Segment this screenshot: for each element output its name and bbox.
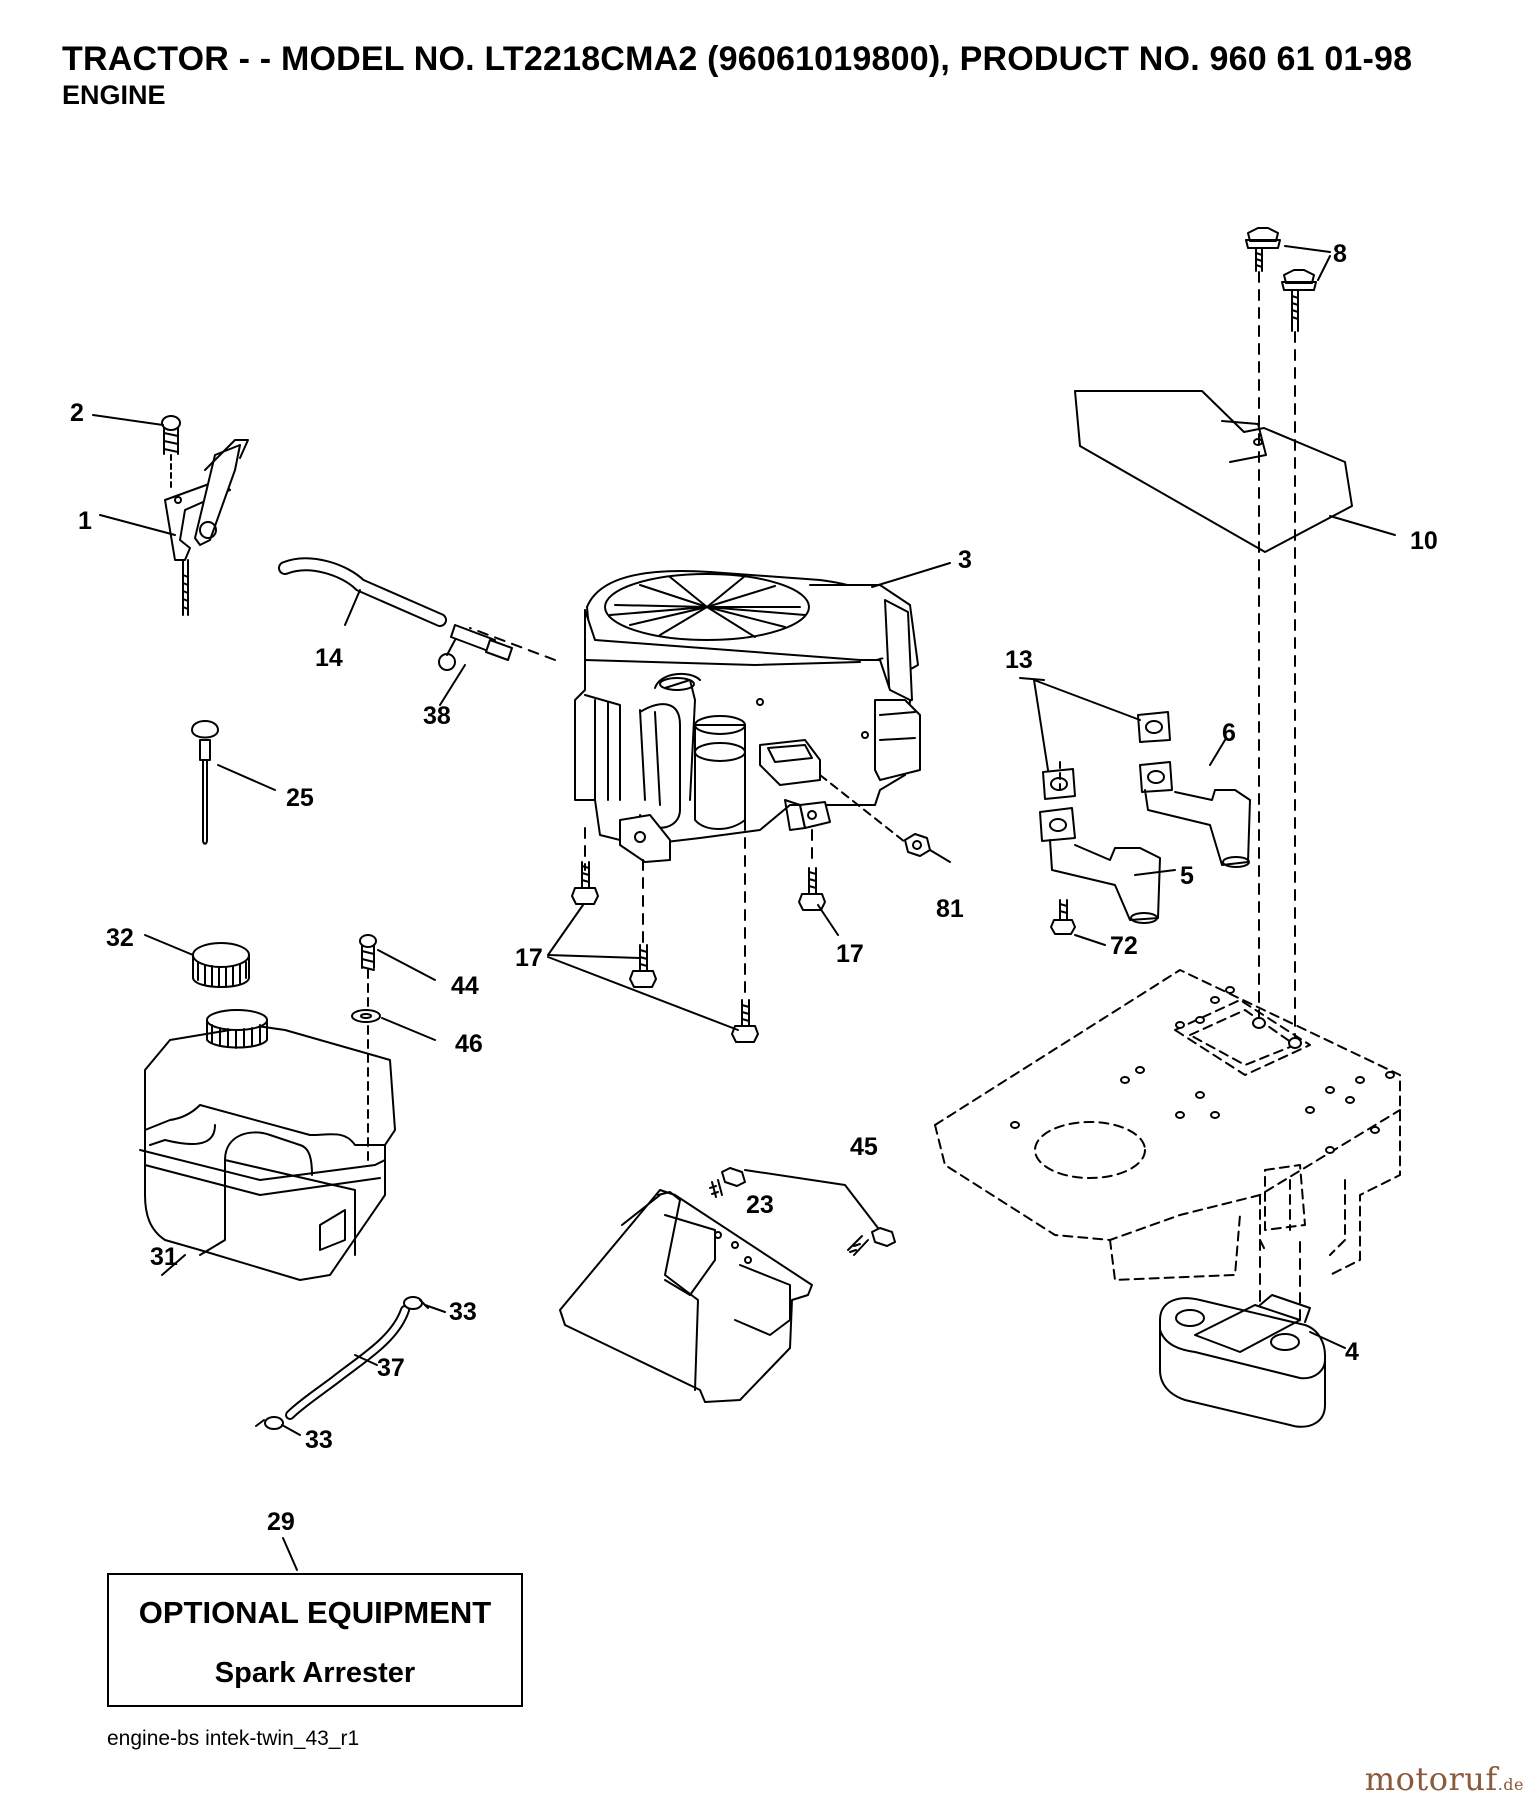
heat-shield-part-10 <box>1074 390 1353 553</box>
callout-10: 10 <box>1410 527 1438 555</box>
engine-part-3 <box>574 569 921 863</box>
callout-17-right: 17 <box>836 940 864 968</box>
fuel-tank-part-31 <box>139 1009 396 1281</box>
watermark-logo: motoruf.de <box>1365 1760 1524 1798</box>
callout-46: 46 <box>455 1030 483 1058</box>
callout-8: 8 <box>1333 240 1347 268</box>
optional-equipment-box: OPTIONAL EQUIPMENT Spark Arrester <box>107 1573 523 1707</box>
fuel-line-part-14 <box>278 557 447 627</box>
optional-equipment-item: Spark Arrester <box>214 1657 416 1689</box>
callout-33-bottom: 33 <box>305 1426 333 1454</box>
callout-5: 5 <box>1180 862 1194 890</box>
callout-3: 3 <box>958 546 972 574</box>
throttle-control-part-1 <box>99 439 249 616</box>
leader-part-29 <box>282 1537 298 1571</box>
gaskets-part-13 <box>1033 679 1171 800</box>
muffler-guide-lines <box>1259 1239 1301 1321</box>
callout-labels: 2 1 14 38 25 3 8 10 13 6 5 72 81 17 17 3… <box>70 240 1438 1536</box>
callout-45: 45 <box>850 1133 878 1161</box>
optional-equipment-title: OPTIONAL EQUIPMENT <box>138 1595 492 1630</box>
watermark-suffix: .de <box>1497 1775 1524 1794</box>
callout-2: 2 <box>70 399 84 427</box>
leader-lines <box>871 515 1396 681</box>
callout-37: 37 <box>377 1354 405 1382</box>
fuel-cap-part-32 <box>144 934 250 988</box>
screw-part-44 <box>359 934 436 1161</box>
exhaust-pipe-part-6 <box>1139 739 1251 868</box>
callout-23: 23 <box>746 1191 774 1219</box>
callout-38: 38 <box>423 702 451 730</box>
callout-6: 6 <box>1222 719 1236 747</box>
bolt-part-72 <box>1050 899 1106 946</box>
page-subtitle: ENGINE <box>62 80 166 110</box>
drawing-id: engine-bs intek-twin_43_r1 <box>107 1727 360 1750</box>
callout-81: 81 <box>936 895 964 923</box>
nut-part-81 <box>819 774 951 863</box>
page-title: TRACTOR - - MODEL NO. LT2218CMA2 (960610… <box>62 40 1413 78</box>
screw-part-2 <box>92 414 181 491</box>
callout-72: 72 <box>1110 932 1138 960</box>
muffler-part-4 <box>1159 1294 1346 1428</box>
callout-1: 1 <box>78 507 92 535</box>
watermark-brand: motoruf <box>1364 1760 1498 1798</box>
mounting-bolts-part-17 <box>547 861 839 1043</box>
callout-33-top: 33 <box>449 1298 477 1326</box>
dipstick-part-25 <box>191 720 276 845</box>
screws-part-45 <box>709 1167 896 1256</box>
callout-29: 29 <box>267 1508 295 1536</box>
hose-clamps-part-33 <box>255 1296 446 1436</box>
callout-44: 44 <box>451 972 479 1000</box>
bracket-part-23 <box>559 1189 813 1403</box>
callout-13: 13 <box>1005 646 1033 674</box>
bolts-part-8 <box>1245 227 1331 332</box>
washer-part-46 <box>351 1009 436 1041</box>
callout-14: 14 <box>315 644 343 672</box>
callout-25: 25 <box>286 784 314 812</box>
callout-4: 4 <box>1345 1338 1359 1366</box>
callout-17-left: 17 <box>515 944 543 972</box>
callout-31: 31 <box>150 1243 178 1271</box>
fuel-hose-part-37 <box>285 1305 410 1420</box>
exhaust-pipe-part-5 <box>1039 807 1176 924</box>
callout-32: 32 <box>106 924 134 952</box>
tractor-frame <box>934 969 1401 1281</box>
frame-holes <box>1010 986 1395 1154</box>
engine-guide-lines <box>469 627 813 1001</box>
bolt-guide-lines <box>1258 271 1296 1041</box>
fuel-valve-part-38 <box>438 624 513 706</box>
